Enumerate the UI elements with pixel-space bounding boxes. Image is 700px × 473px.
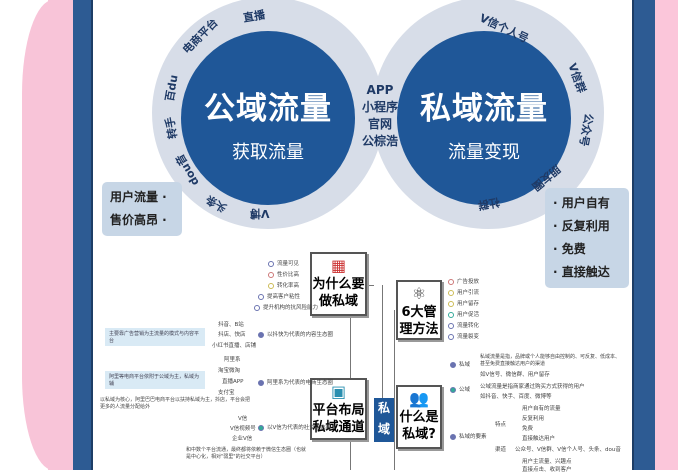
ring-label: V博 xyxy=(250,207,270,220)
note: 主要靠广告营销为主流量的模式与内容平台 xyxy=(105,328,205,346)
frame-right xyxy=(632,0,655,470)
leaf: 抖店、快店 xyxy=(218,332,246,338)
detail: 用户主流量、兴趣点 xyxy=(522,459,572,465)
public-subtitle: 获取流量 xyxy=(232,142,304,163)
channel-app: APP xyxy=(366,83,394,97)
people-icon: 👥 xyxy=(409,389,429,408)
leaf: 支付宝 xyxy=(218,390,235,396)
leaf: 私域 xyxy=(450,360,470,368)
trait: · 反复利用 xyxy=(553,219,610,233)
leaf: 用户促活 xyxy=(448,310,479,318)
channel-official: 公棕浩 xyxy=(361,134,398,148)
group: 以抖快为代表的内容生态圈 xyxy=(258,330,333,338)
leaf: 用户引流 xyxy=(448,288,479,296)
pink-border-left-fill xyxy=(48,0,74,470)
detail: 直接触达用户 xyxy=(522,436,556,442)
detail: 公域流量是指商家通过购买方式获得的用户 xyxy=(480,384,585,390)
detail: 公众号、V信群、V信个人号、头条、dou音 xyxy=(515,447,621,453)
leaf: 抖音、B站 xyxy=(218,322,244,328)
trait: · 直接触达 xyxy=(553,265,610,279)
public-traits: 用户流量 · 售价高昂 · xyxy=(102,182,182,236)
leaf: 提高客户粘性 xyxy=(258,292,300,300)
frame-left xyxy=(73,0,93,470)
leaf: 流量裂变 xyxy=(448,332,479,340)
public-core: 公域流量 获取流量 xyxy=(181,31,355,205)
detail: 如V信号、微信群、用户留存 xyxy=(480,372,550,378)
leaf: 转化率高 xyxy=(268,281,299,289)
node-what: 👥 什么是私域? xyxy=(396,385,442,449)
channel-miniprogram: 小程序 xyxy=(361,100,398,114)
private-title: 私域流量 xyxy=(420,91,548,127)
trait: 用户流量 · xyxy=(110,190,167,204)
group: 阿里系为代表的电商生态圈 xyxy=(258,378,333,386)
group: 以V信为代表的社交生态圈 xyxy=(258,423,331,431)
leaf: V信 xyxy=(238,416,248,422)
leaf: 私域的要素 xyxy=(450,432,487,440)
node-methods-title: 6大管理方法 xyxy=(399,305,439,337)
leaf: 流量转化 xyxy=(448,321,479,329)
connector xyxy=(394,310,395,470)
detail: 私域流量是指，品牌或个人能够自由控制的、可反复、低成本、甚至免费直接触达用户的渠… xyxy=(480,354,621,367)
channel-website: 官网 xyxy=(367,117,392,131)
leaf: 用户留存 xyxy=(448,299,479,307)
leaf: 性价比高 xyxy=(268,270,299,278)
trait: · 免费 xyxy=(553,242,586,256)
leaf: 直播APP xyxy=(222,379,244,385)
leaf: V信视频号 xyxy=(230,426,256,432)
atom-icon: ⚛ xyxy=(411,284,427,303)
trait: 售价高昂 · xyxy=(110,213,167,227)
node-platform-title: 平台布局私域通道 xyxy=(312,403,365,435)
detail: 反复利用 xyxy=(522,416,545,422)
leaf: 广告投放 xyxy=(448,277,479,285)
connector xyxy=(382,285,383,398)
detail: 用户自有的流量 xyxy=(522,406,561,412)
leaf: 小红书直播、店铺 xyxy=(212,343,257,349)
private-traits: · 用户自有 · 反复利用 · 免费 · 直接触达 xyxy=(545,188,629,288)
note: 以私域为核心，阿里巴巴电商平台以扶持私域为主，抖店，平台会把更多的人流量分配给外 xyxy=(100,397,251,410)
detail: 渠道 xyxy=(495,447,507,453)
detail: 如抖音、快手、百度、微博等 xyxy=(480,394,552,400)
note: 和中数个平台流通，最终都将依赖于微信生态圈（也就是中心化，相对"弱里"的社交平台… xyxy=(186,447,307,460)
mindmap-center: 私域 xyxy=(374,398,394,442)
private-core: 私域流量 流量变现 xyxy=(397,31,571,205)
private-subtitle: 流量变现 xyxy=(448,142,520,163)
detail: 免费 xyxy=(522,426,534,432)
node-platform: ▣ 平台布局私域通道 xyxy=(310,378,367,440)
node-why: ▦ 为什么要做私域 xyxy=(310,252,367,316)
leaf: 企业V信 xyxy=(232,436,253,442)
leaf: 流量可见 xyxy=(268,259,299,267)
trait: · 用户自有 xyxy=(553,196,610,210)
leaf: 提升机构的抗风险能力 xyxy=(254,303,318,311)
node-methods: ⚛ 6大管理方法 xyxy=(396,280,442,340)
detail: 直接点击、收到客户 xyxy=(522,467,572,473)
detail: 特点 xyxy=(495,422,507,428)
public-title: 公域流量 xyxy=(204,91,332,127)
node-what-title: 什么是私域? xyxy=(399,410,439,442)
pink-border-right xyxy=(655,0,678,470)
leaf: 阿里系 xyxy=(224,357,241,363)
connector xyxy=(368,285,374,286)
node-why-title: 为什么要做私域 xyxy=(312,277,365,309)
note: 阿里等电商平台依附于公域为主，私域为辅 xyxy=(105,371,205,389)
clipboard-icon: ▣ xyxy=(330,382,347,401)
shared-channels: APP 小程序 官网 公棕浩 xyxy=(360,82,400,150)
leaf: 公域 xyxy=(450,385,470,393)
leaf: 淘宝微淘 xyxy=(218,368,241,374)
chart-icon: ▦ xyxy=(330,256,347,275)
